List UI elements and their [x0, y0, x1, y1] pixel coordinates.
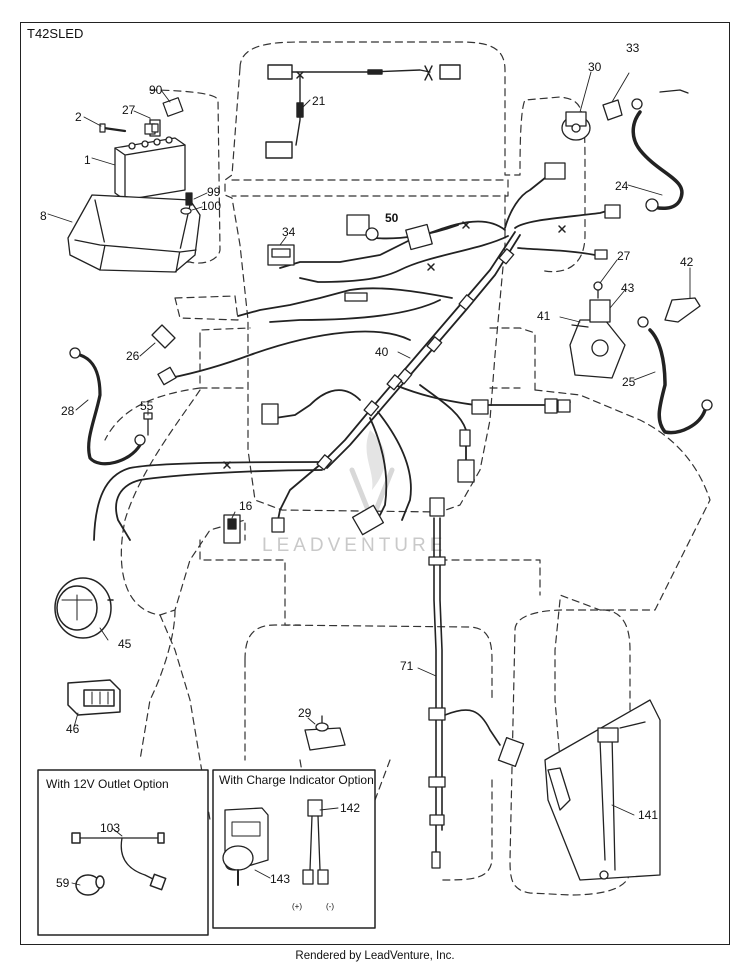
- ignition-switch-30: [561, 111, 591, 141]
- callout-1: 1: [84, 153, 91, 167]
- callout-8: 8: [40, 209, 47, 223]
- callout-42: 42: [680, 255, 694, 269]
- gauge-45: [54, 577, 114, 639]
- callout-29: 29: [298, 706, 312, 720]
- callout-34: 34: [282, 225, 296, 239]
- callout-26: 26: [126, 349, 140, 363]
- option-title-charge: With Charge Indicator Option: [219, 773, 374, 787]
- callouts: 1 2 8 16 21 24 25 26 27 27 28 29 30 33 3…: [40, 41, 694, 890]
- callout-141: 141: [638, 808, 658, 822]
- cable-25: [637, 316, 713, 435]
- solenoid-43: [569, 281, 626, 379]
- relay-33: [602, 99, 623, 121]
- callout-45: 45: [118, 637, 132, 651]
- harness-40: [93, 171, 611, 541]
- callout-50: 50: [385, 211, 399, 225]
- switch-29: [304, 715, 346, 751]
- harness-71: [428, 497, 525, 869]
- plus-polarity-label: (+): [292, 902, 302, 911]
- callout-100: 100: [201, 199, 221, 213]
- callout-41: 41: [537, 309, 551, 323]
- watermark: LEADVENTURE: [262, 430, 446, 556]
- bracket-141: [544, 699, 661, 881]
- callout-28: 28: [61, 404, 75, 418]
- option-box-12v: [37, 769, 209, 936]
- fuse-26: [151, 324, 176, 349]
- callout-71: 71: [400, 659, 414, 673]
- cable-28: [69, 347, 146, 466]
- footer-credit: Rendered by LeadVenture, Inc.: [295, 950, 455, 962]
- callout-40: 40: [375, 345, 389, 359]
- harness-21: [265, 64, 461, 159]
- callout-2: 2: [75, 110, 82, 124]
- callout-25: 25: [622, 375, 636, 389]
- battery-tray-8: [67, 194, 201, 273]
- connector-16: [223, 514, 241, 544]
- callout-27-solenoid: 27: [617, 249, 631, 263]
- callout-43: 43: [621, 281, 635, 295]
- minus-polarity-label: (-): [326, 902, 334, 911]
- callout-21: 21: [312, 94, 326, 108]
- model-code: T42SLED: [27, 26, 84, 41]
- hour-meter-46: [67, 679, 121, 716]
- callout-55: 55: [140, 399, 154, 413]
- cable-24: [631, 89, 689, 212]
- callout-33: 33: [626, 41, 640, 55]
- callout-46: 46: [66, 722, 80, 736]
- callout-59: 59: [56, 876, 70, 890]
- leader-lines: [47, 71, 691, 886]
- option-box-charge: [212, 769, 376, 929]
- battery-hardware: [99, 97, 193, 215]
- callout-16: 16: [239, 499, 253, 513]
- callout-27-battery: 27: [122, 103, 136, 117]
- diagram-frame: [20, 22, 730, 945]
- switch-34: [267, 244, 295, 266]
- watermark-text: LEADVENTURE: [262, 535, 446, 556]
- bolt-55: [143, 412, 153, 436]
- callout-142: 142: [340, 801, 360, 815]
- boot-42: [664, 297, 701, 323]
- callout-24: 24: [615, 179, 629, 193]
- switch-50: [346, 214, 433, 251]
- callout-99: 99: [207, 185, 221, 199]
- callout-143: 143: [270, 872, 290, 886]
- option-title-12v: With 12V Outlet Option: [46, 777, 169, 791]
- harness-clips: [157, 162, 621, 536]
- callout-103: 103: [100, 821, 120, 835]
- callout-30: 30: [588, 60, 602, 74]
- callout-90: 90: [149, 83, 163, 97]
